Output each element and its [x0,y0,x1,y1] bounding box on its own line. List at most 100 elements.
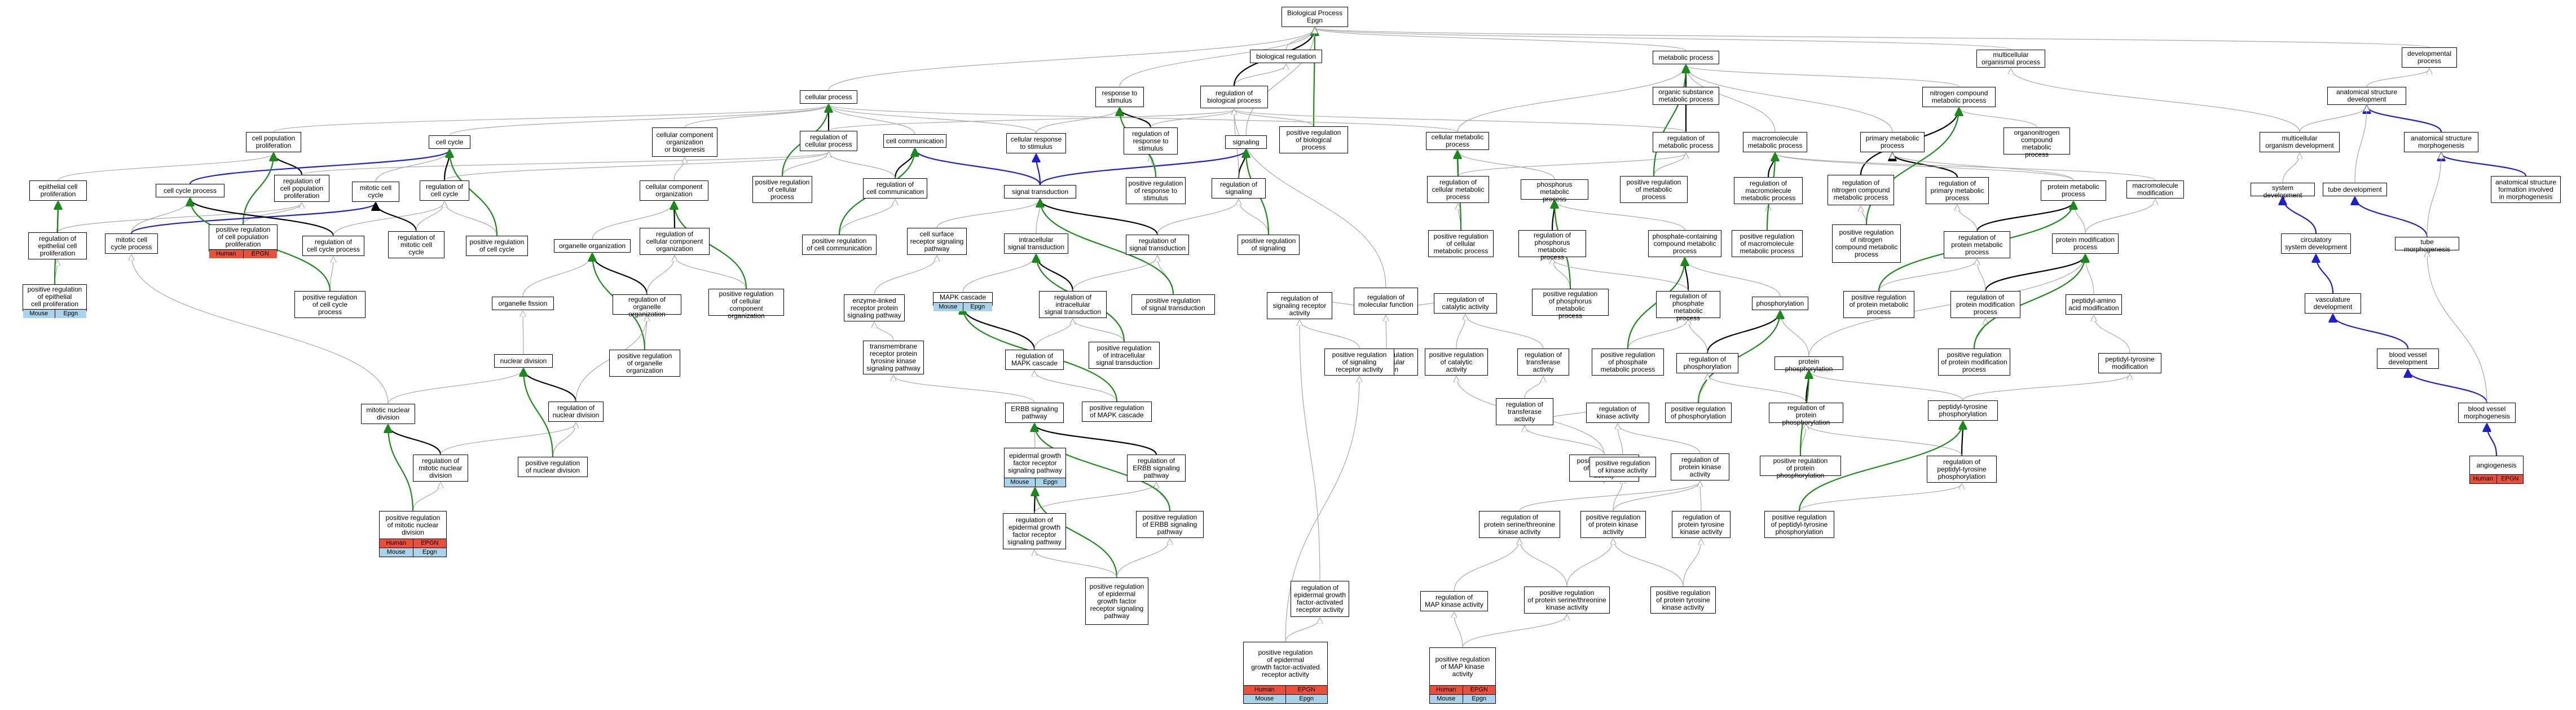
go-term-posregphosmetab[interactable]: positive regulation of phosphorus metabo… [1532,289,1609,320]
go-term-posregmetab[interactable]: positive regulation of metabolic process [1620,176,1688,203]
go-term-sysdev[interactable]: system development [2251,183,2315,199]
go-term-nitro[interactable]: nitrogen compound metabolic process [1922,87,1996,107]
go-term-regsig[interactable]: regulation of signaling [1212,178,1266,199]
go-term-regintracell[interactable]: regulation of intracellular signal trans… [1039,291,1107,318]
go-term-epiprol[interactable]: epithelial cell proliferation [29,180,87,201]
go-term-peptidyltyrphos[interactable]: peptidyl-tyrosine phosphorylation [1928,400,1998,421]
go-term-regphosphate[interactable]: regulation of phosphate metabolic proces… [1656,291,1720,322]
go-term-protphos[interactable]: protein phosphorylation [1774,356,1843,373]
go-term-regegfr[interactable]: regulation of epidermal growth factor re… [1003,513,1066,549]
go-term-regmitoticnucdiv[interactable]: regulation of mitotic nuclear division [413,455,468,482]
go-term-posregmapkact[interactable]: positive regulation of MAP kinase activi… [1429,647,1496,704]
go-term-regmetab[interactable]: regulation of metabolic process [1653,132,1719,152]
go-term-regcellcomporg[interactable]: regulation of cellular component organiz… [640,228,710,255]
go-term-posregepiprol[interactable]: positive regulation of epithelial cell p… [23,284,87,318]
go-term-posregprotmod[interactable]: positive regulation of protein modificat… [1938,349,2010,376]
go-term-regcellcycleproc[interactable]: regulation of cell cycle process [302,236,364,256]
go-term-regprotkinase[interactable]: regulation of protein kinase activity [1671,453,1729,480]
go-term-egfr[interactable]: epidermal growth factor receptor signali… [1004,448,1066,487]
go-term-anatformmorph[interactable]: anatomical structure formation involved … [2491,176,2561,203]
go-term-posregcellcycle[interactable]: positive regulation of cell cycle [466,236,528,256]
go-term-regtransf[interactable]: regulation of transferase activity [1517,349,1569,376]
go-term-tmrptk[interactable]: transmembrane receptor protein tyrosine … [863,341,924,374]
go-term-tubedev[interactable]: tube development [2323,183,2387,196]
go-term-cellmetab[interactable]: cellular metabolic process [1426,132,1489,150]
go-term-multicell[interactable]: multicellular organismal process [1976,50,2045,68]
go-term-mitoticcycle[interactable]: mitotic cell cycle [352,182,399,202]
go-term-regcellcomm[interactable]: regulation of cell communication [863,178,927,199]
go-term-posregmapk[interactable]: positive regulation of MAPK cascade [1082,402,1152,422]
go-term-macromod[interactable]: macromolecule modification [2126,180,2184,199]
go-term-posregsigtrans[interactable]: positive regulation of signal transducti… [1131,294,1215,315]
go-term-cellsurfrec[interactable]: cell surface receptor signaling pathway [907,228,967,255]
go-term-posregmacromol[interactable]: positive regulation of macromolecule met… [1732,230,1803,257]
go-term-mitoticnucdiv[interactable]: mitotic nuclear division [361,404,415,424]
go-term-posregcellcomm[interactable]: positive regulation of cell communicatio… [802,235,877,255]
go-term-organelleorg[interactable]: organelle organization [554,239,631,253]
go-term-nucdiv[interactable]: nuclear division [494,354,553,368]
go-term-cellcomm[interactable]: cell communication [883,134,946,148]
go-term-posregprotphos[interactable]: positive regulation of protein phosphory… [1760,456,1841,479]
go-term-regresp[interactable]: regulation of response to stimulus [1124,127,1178,155]
go-term-vasc[interactable]: vasculature development [2305,293,2361,314]
go-term-sigtrans[interactable]: signal transduction [1004,185,1076,199]
go-term-regphosmetab[interactable]: regulation of phosphorus metabolic proce… [1518,230,1586,261]
go-term-regmapkact[interactable]: regulation of MAP kinase activity [1420,591,1488,611]
go-term-intracell[interactable]: intracellular signal transduction [1004,233,1068,254]
go-term-regnitro[interactable]: regulation of nitrogen compound metaboli… [1828,175,1894,205]
go-term-posregprotkinase[interactable]: positive regulation of protein kinase ac… [1580,511,1646,538]
go-term-posregresp[interactable]: positive regulation of response to stimu… [1126,177,1186,204]
go-term-regtransfact[interactable]: regulation of transferase activity [1496,398,1553,425]
go-term-enzymerec[interactable]: enzyme-linked receptor protein signaling… [844,294,905,321]
go-term-posregcellpopprol[interactable]: positive regulation of cell population p… [209,224,278,258]
go-term-posregorganelleorg[interactable]: positive regulation of organelle organiz… [609,350,680,377]
go-term-posregprotmetab[interactable]: positive regulation of protein metabolic… [1843,291,1914,318]
go-term-regmacromol[interactable]: regulation of macromolecule metabolic pr… [1734,177,1803,204]
go-term-devproc[interactable]: developmental process [2402,47,2457,68]
go-term-regorganelleorg[interactable]: regulation of organelle organization [613,294,681,318]
go-term-organellefission[interactable]: organelle fission [492,297,554,310]
go-term-macromol[interactable]: macromolecule metabolic process [1743,132,1807,152]
go-term-posregsigrec[interactable]: positive regulation of signaling recepto… [1324,349,1394,376]
go-term-posregpeptidyltyr[interactable]: positive regulation of peptidyl-tyrosine… [1764,511,1834,538]
go-term-regcellpopprol[interactable]: regulation of cell population proliferat… [274,175,329,202]
go-term-posregserthr[interactable]: positive regulation of protein serine/th… [1524,586,1610,614]
go-term-regserthr[interactable]: regulation of protein serine/threonine k… [1479,511,1560,538]
go-term-peptidylamino[interactable]: peptidyl-amino acid modification [2066,294,2122,315]
go-term-phosphatecont[interactable]: phosphate-containing compound metabolic … [1648,230,1721,257]
go-term-regsigtrans[interactable]: regulation of signal transduction [1126,235,1189,255]
go-term-regprimary[interactable]: regulation of primary metabolic process [1926,177,1989,204]
go-term-bp[interactable]: Biological Process Epgn [1282,7,1348,27]
go-term-bloodvesselmorph[interactable]: blood vessel morphogenesis [2458,403,2516,423]
go-term-regcellcycle[interactable]: regulation of cell cycle [420,180,469,201]
go-term-regmapk[interactable]: regulation of MAPK cascade [1005,350,1064,370]
go-term-cellcycleproc[interactable]: cell cycle process [156,184,224,197]
go-term-posregbio[interactable]: positive regulation of biological proces… [1279,126,1348,153]
go-term-erbb[interactable]: ERBB signaling pathway [1005,403,1064,423]
go-term-cellcomporg[interactable]: cellular component organization [640,180,708,201]
go-term-regbio[interactable]: regulation of biological process [1200,86,1268,108]
go-term-posregegfact[interactable]: positive regulation of epidermal growth … [1243,642,1328,704]
go-term-multidev[interactable]: multicellular organism development [2260,132,2340,152]
go-term-regegfact[interactable]: regulation of epidermal growth factor-ac… [1291,581,1349,617]
go-term-orgsub[interactable]: organic substance metabolic process [1653,87,1719,105]
go-term-anatdev[interactable]: anatomical structure development [2327,87,2406,105]
go-term-protmetab[interactable]: protein metabolic process [2041,180,2106,201]
go-term-circsys[interactable]: circulatory system development [2281,233,2351,254]
go-term-mitoticproc[interactable]: mitotic cell cycle process [105,233,158,254]
go-term-regprotmod[interactable]: regulation of protein modification proce… [1950,291,2020,318]
go-term-posregmitoticnucdiv[interactable]: positive regulation of mitotic nuclear d… [379,511,447,557]
go-term-posregcellmetab[interactable]: positive regulation of cellular metaboli… [1428,230,1494,257]
go-term-phosmetab[interactable]: phosphorus metabolic process [1521,179,1588,203]
go-term-posregcellcycleproc[interactable]: positive regulation of cell cycle proces… [294,291,366,318]
go-term-metab[interactable]: metabolic process [1653,51,1719,64]
go-term-posregphosphorylation[interactable]: positive regulation of phosphorylation [1665,403,1732,423]
go-term-regprottyr[interactable]: regulation of protein tyrosine kinase ac… [1672,511,1730,538]
go-term-regkinase[interactable]: regulation of kinase activity [1586,403,1649,423]
go-term-regcellmetab[interactable]: regulation of cellular metabolic process [1427,176,1489,203]
go-term-cellcycle[interactable]: cell cycle [429,135,470,149]
go-term-posregegfr[interactable]: positive regulation of epidermal growth … [1085,577,1148,625]
go-term-regepiprol[interactable]: regulation of epithelial cell proliferat… [28,232,87,259]
